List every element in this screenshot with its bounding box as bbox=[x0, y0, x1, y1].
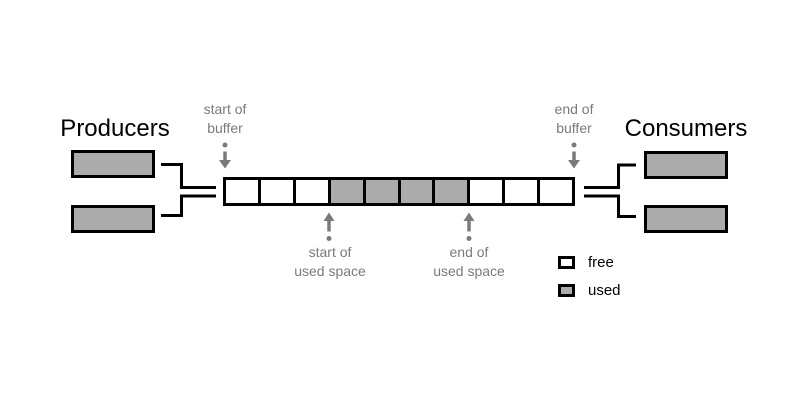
consumer-connector-lines bbox=[584, 163, 636, 218]
end-of-used-space-label: end of used space bbox=[433, 243, 505, 281]
end-of-buffer-arrow-down-icon bbox=[568, 142, 580, 169]
consumer-box-1 bbox=[644, 151, 728, 179]
producer-box-2 bbox=[71, 205, 155, 233]
buffer-cell-5-used bbox=[365, 180, 401, 203]
label-line: buffer bbox=[556, 120, 592, 136]
end-of-buffer-label: end of buffer bbox=[555, 100, 594, 138]
consumers-title: Consumers bbox=[624, 115, 748, 142]
label-line: start of bbox=[308, 244, 352, 260]
free-swatch bbox=[558, 256, 575, 269]
label-line: buffer bbox=[207, 120, 243, 136]
buffer-cell-6-used bbox=[400, 180, 436, 203]
label-line: start of bbox=[203, 101, 247, 117]
buffer-row bbox=[223, 177, 575, 206]
producer-connector-lines bbox=[161, 163, 216, 217]
buffer-cell-8-free bbox=[470, 180, 506, 203]
buffer-cell-10-free bbox=[540, 180, 573, 203]
label-line: end of bbox=[554, 101, 594, 117]
producer-box-1 bbox=[71, 150, 155, 178]
buffer-cell-9-free bbox=[505, 180, 541, 203]
legend-item-free: free bbox=[558, 254, 614, 271]
start-of-used-space-arrow-up-icon bbox=[323, 212, 335, 241]
label-line: used space bbox=[294, 263, 366, 279]
producers-title: Producers bbox=[60, 115, 170, 142]
legend-free-label: free bbox=[588, 254, 614, 271]
buffer-cell-3-free bbox=[295, 180, 331, 203]
label-line: used space bbox=[433, 263, 505, 279]
label-line: end of bbox=[449, 244, 489, 260]
legend-item-used: used bbox=[558, 282, 621, 299]
buffer-cell-7-used bbox=[435, 180, 471, 203]
buffer-cell-2-free bbox=[260, 180, 296, 203]
buffer-cell-4-used bbox=[330, 180, 366, 203]
start-of-buffer-label: start of buffer bbox=[204, 100, 247, 138]
start-of-buffer-arrow-down-icon bbox=[219, 142, 231, 169]
used-swatch bbox=[558, 284, 575, 297]
end-of-used-space-arrow-up-icon bbox=[463, 212, 475, 241]
buffer-cell-1-free bbox=[226, 180, 261, 203]
legend-used-label: used bbox=[588, 282, 621, 299]
start-of-used-space-label: start of used space bbox=[294, 243, 366, 281]
consumer-box-2 bbox=[644, 205, 728, 233]
